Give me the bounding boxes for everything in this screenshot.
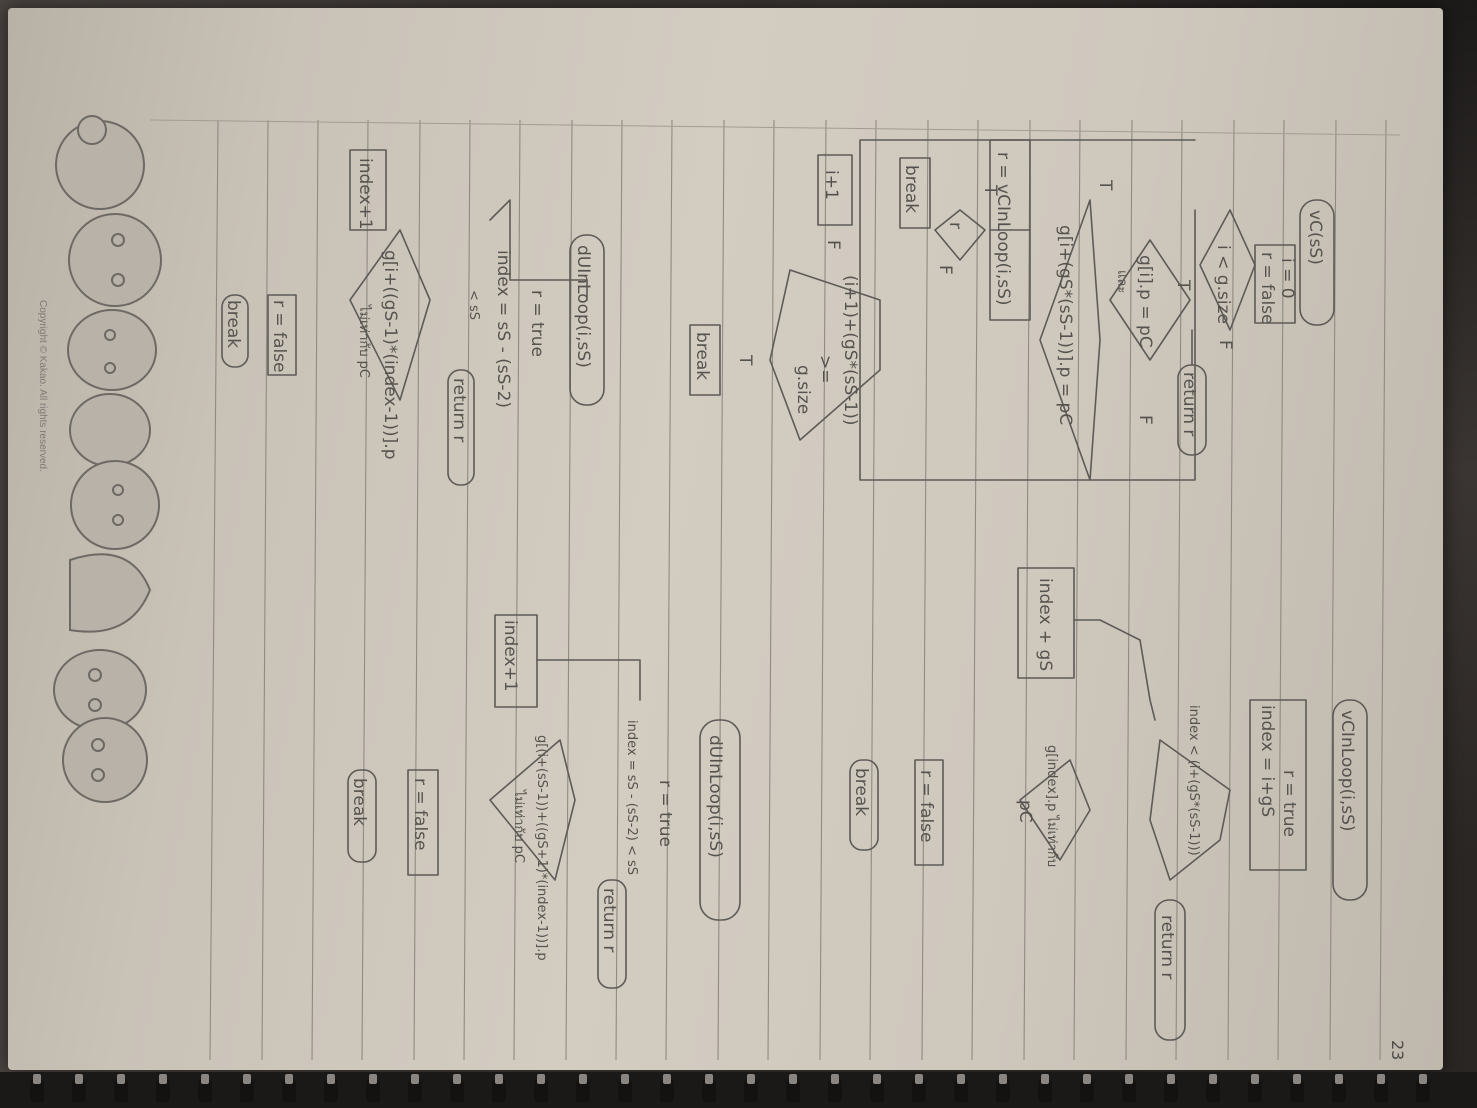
flow-dU-break: break [349, 778, 369, 826]
flow-vin-cond1: index < (i+(gS*(sS-1))) [1186, 705, 1201, 856]
flow-dU-cond2b: ไม่เท่ากับ pC [511, 789, 527, 863]
flow-dU-cond1: index = sS - (sS-2) < sS [624, 720, 639, 875]
flow-dU-inc: index+1 [500, 620, 520, 692]
flow-dU-cond2: g[(i+(sS-1))+((gS+1)*(index-1))].p [534, 735, 549, 961]
flow-vC-cond2: g[i+(gS*(sS-1))].p = pC [1055, 225, 1075, 425]
flow-vC-check-F: F [935, 265, 955, 275]
flow-vC-init-1: i = 0 [1277, 258, 1297, 299]
flow-vin-cond2b: pC [1015, 800, 1035, 823]
flow-dU-title: dUInLoop(i,sS) [705, 735, 725, 858]
flow-dU-init: r = true [655, 780, 675, 847]
character-strip [53, 115, 162, 803]
flow-d-cond2: g[i+((gS-1)*(index-1))].p [380, 250, 400, 460]
flow-vC-cond1-note: และ [1114, 270, 1129, 293]
flow-d-return: return r [449, 378, 469, 442]
flow-vin-set-false: r = false [916, 770, 936, 842]
flow-vin-return: return r [1157, 915, 1177, 979]
flow-d-cond1b: < sS [466, 290, 481, 320]
flow-d-init: r = true [527, 290, 547, 357]
flow-vin: vCInLoop(i,sS) r = true index = i+gS ind… [849, 567, 1368, 1041]
flow-vC-cond1-F: F [1135, 415, 1155, 425]
flow-vC-loop-cond: i < g.size [1213, 245, 1233, 324]
flow-vin-init-1: index = i+gS [1257, 705, 1277, 817]
flow-vC-exit-F: F [1215, 340, 1235, 350]
flow-d-title: dUInLoop(i,sS) [573, 245, 593, 368]
flow-vC-cond3: (i+1)+(gS*(sS-1)) [840, 275, 860, 426]
spiral-binding [0, 1072, 1477, 1108]
ruled-lines [149, 119, 1401, 1061]
flow-vC-inc: i+1 [821, 170, 841, 200]
flow-dU-set-false: r = false [410, 778, 430, 850]
flow-dU-return: return r [599, 888, 619, 952]
flow-d-cond2b: ไม่เท่ากับ pC [356, 304, 372, 378]
flow-vC-cond2-T: T [1095, 179, 1115, 191]
flow-vC-check-T: T [980, 184, 1000, 196]
flow-vC-inc-F: F [823, 240, 843, 250]
flow-dU: dUInLoop(i,sS) r = true index = sS - (sS… [347, 614, 741, 989]
flow-d: dUInLoop(i,sS) r = true index = sS - (sS… [221, 149, 605, 486]
flow-vC-break2: break [692, 332, 712, 380]
flow-d-set-false: r = false [269, 300, 289, 372]
notebook-page [8, 8, 1443, 1070]
flow-vC: vC(sS) r = false i = 0 i < g.size F retu… [689, 139, 1335, 481]
flow-vC-return: return r [1179, 372, 1199, 436]
flow-vC-cond1: g[i].p = pC [1135, 255, 1155, 348]
flow-vin-init-0: r = true [1279, 770, 1299, 837]
flow-vC-cond3-op: >= [815, 355, 835, 384]
flow-vin-break: break [851, 768, 871, 816]
flow-vC-break1: break [901, 165, 921, 213]
flow-vC-title: vC(sS) [1305, 210, 1325, 265]
flow-vin-title: vCInLoop(i,sS) [1337, 710, 1357, 832]
flow-vC-check-r: r [945, 222, 965, 229]
flow-d-break: break [223, 300, 243, 348]
flow-vC-cond3-T: T [735, 354, 755, 366]
copyright-text: Copyright © Kakao. All rights reserved. [37, 300, 48, 472]
flow-vin-inc: index + gS [1035, 578, 1055, 671]
flow-vC-cond3-rhs: g.size [793, 365, 813, 414]
flow-d-inc: index+1 [355, 158, 375, 230]
page-number: 23 [1388, 1040, 1407, 1060]
flow-vin-cond2: g[index].p ไม่เท่ากับ [1044, 745, 1060, 867]
flow-d-cond1: index = sS - (sS-2) [493, 250, 513, 408]
flow-vC-cond1-T: T [1173, 279, 1193, 291]
flow-vC-assign: r = vCInLoop(i,sS) [993, 152, 1013, 306]
flow-vC-init-0: r = false [1257, 252, 1277, 324]
